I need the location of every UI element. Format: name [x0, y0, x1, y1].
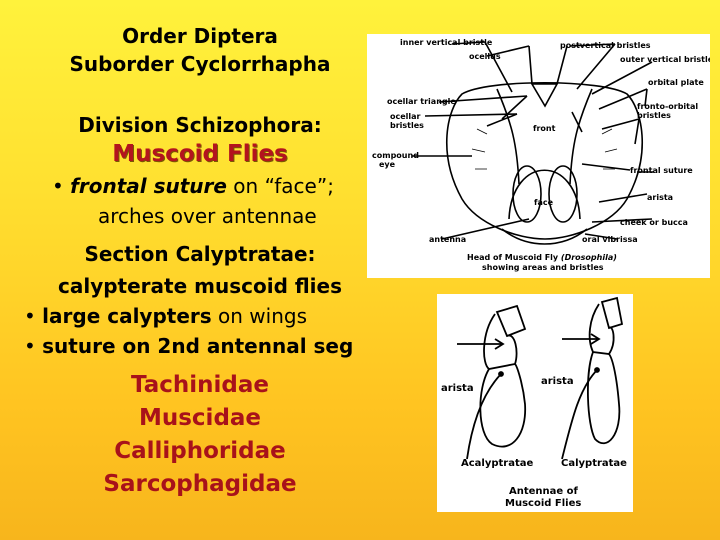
label-arista: arista [647, 193, 673, 202]
section-description: calypterate muscoid flies [58, 274, 342, 298]
label-postvertical: postvertical bristles [560, 41, 651, 50]
label-compound-2: eye [379, 160, 396, 169]
bullet-suture: • suture on 2nd antennal seg [24, 334, 354, 358]
fly-head-diagram: inner vertical bristle ocellus postverti… [372, 38, 714, 272]
family-name: Calliphoridae [114, 438, 286, 464]
bullet-frontal-suture: • frontal suture on “face”; [52, 174, 334, 198]
order-title: Order Diptera [122, 24, 278, 48]
bullet-emphasis: large calypters [42, 304, 212, 328]
family-name: Tachinidae [131, 372, 269, 398]
suborder-title: Suborder Cyclorrhapha [69, 52, 331, 76]
head-caption-2: showing areas and bristles [482, 263, 604, 272]
group-title: Muscoid Flies [112, 141, 288, 167]
label-compound: compound [372, 151, 419, 160]
label-fronto-orbital: fronto-orbital [637, 102, 698, 111]
label-outer-vertical: outer vertical bristle [620, 55, 710, 64]
label-inner-vertical: inner vertical bristle [400, 38, 493, 47]
bullet-emphasis: frontal suture [70, 174, 227, 198]
arista-right-label: arista [541, 376, 574, 387]
label-front: front [533, 124, 556, 133]
antenna-diagram: arista arista Acalyptratae Calyptratae A… [441, 296, 627, 509]
bullet-continuation: arches over antennae [98, 204, 317, 228]
bullet-calypters: • large calypters on wings [24, 304, 308, 328]
arista-left-label: arista [441, 383, 474, 394]
family-name: Sarcophagidae [103, 471, 297, 497]
label-antenna: antenna [429, 235, 466, 244]
calyptratae-label: Calyptratae [561, 458, 627, 469]
bullet-text: on “face”; [226, 174, 334, 198]
label-orbital-plate: orbital plate [648, 78, 704, 87]
fly-head-figure: inner vertical bristle ocellus postverti… [367, 34, 714, 278]
head-caption: Head of Muscoid Fly (Drosophila) [467, 253, 617, 262]
division-title: Division Schizophora: [78, 113, 322, 137]
label-frontal-suture: frontal suture [630, 166, 693, 175]
antenna-figure: arista arista Acalyptratae Calyptratae A… [437, 294, 633, 512]
acalyptratae-label: Acalyptratae [461, 458, 534, 469]
label-ocellar-2: bristles [390, 121, 424, 130]
antenna-caption-2: Muscoid Flies [505, 498, 581, 509]
family-name: Muscidae [138, 405, 262, 431]
label-ocellar: ocellar [390, 112, 421, 121]
label-ocellus: ocellus [469, 52, 501, 61]
label-fronto-orbital-2: bristles [637, 111, 671, 120]
label-cheek: cheek or bucca [620, 218, 688, 227]
antenna-caption: Antennae of [509, 486, 579, 497]
bullet-text: on wings [211, 304, 308, 328]
bullet-text: suture on 2nd antennal seg [42, 334, 354, 358]
label-ocellar-triangle: ocellar triangle [387, 97, 456, 106]
label-face: face [534, 198, 554, 207]
section-title: Section Calyptratae: [84, 242, 316, 266]
label-oral-vibrissa: oral vibrissa [582, 235, 638, 244]
